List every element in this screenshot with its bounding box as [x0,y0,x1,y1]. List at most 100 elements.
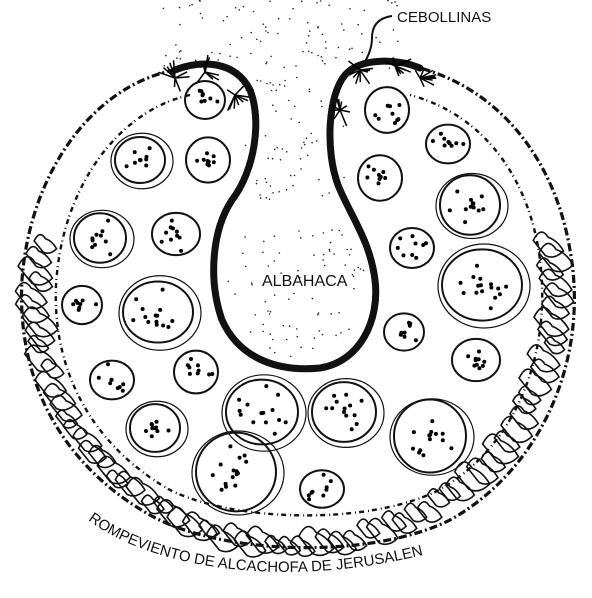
stipple-dot [260,80,262,82]
plant-head [70,210,134,267]
stipple-dot [325,47,327,49]
foliage-clump [234,531,265,557]
stipple-dot [317,314,319,316]
stipple-dot [179,7,181,9]
stipple-dot [270,311,272,313]
stipple-dot [387,0,389,2]
plant-head [119,276,201,351]
stipple-dot [349,48,351,50]
stipple-dot [351,48,353,50]
stipple-dot [235,7,237,9]
stipple-dot [274,235,276,237]
plant-head [436,174,508,239]
stipple-dot [329,250,331,252]
chive-leaf [175,78,180,92]
stipple-dot [291,118,293,120]
stipple-dot [358,267,360,269]
stipple-dot [245,145,247,147]
stipple-dot [300,347,302,349]
stipple-dot [397,41,399,43]
stipple-dot [236,57,238,59]
stipple-dot [228,281,230,283]
stipple-dot [295,65,297,67]
stipple-dot [274,352,276,354]
stipple-dot [268,265,270,267]
stipple-dot [311,52,313,54]
stipple-dot [279,84,281,86]
stipple-dot [288,298,290,300]
stipple-dot [223,20,225,22]
stipple-dot [340,332,342,334]
plant-head [222,375,306,451]
plant-head [152,213,200,255]
stipple-dot [267,32,269,34]
cebollinas-leader-line [365,16,392,62]
stipple-dot [307,22,309,24]
stipple-dot [267,157,269,159]
stipple-dot [272,84,274,86]
stipple-dot [284,85,286,87]
stipple-dot [259,194,261,196]
stipple-dot [265,63,267,65]
plant-head [186,137,230,182]
stipple-dot [360,268,362,270]
stipple-dot [350,249,352,251]
stipple-dot [339,230,341,232]
stipple-dot [253,11,255,13]
chive-leaf [175,78,176,87]
plant-head [365,87,409,133]
stipple-dot [245,266,247,268]
stipple-dot [375,37,377,39]
stipple-dot [348,329,350,331]
stipple-dot [393,29,395,31]
plant-head [452,339,500,381]
stipple-dot [317,26,319,28]
stipple-dot [324,63,326,65]
stipple-dot [176,57,178,59]
stipple-dot [229,55,231,57]
stipple-dot [312,348,314,350]
stipple-dot [289,18,291,20]
stipple-dot [266,61,268,63]
stipple-dot [256,180,258,182]
stipple-dot [282,325,284,327]
foliage-clump [56,410,77,428]
stipple-dot [328,192,330,194]
stipple-dot [250,53,252,55]
stipple-dot [313,254,315,256]
stipple-dot [353,276,355,278]
stipple-dot [163,8,165,10]
stipple-dot [269,347,271,349]
stipple-dot [256,80,258,82]
stipple-dot [164,65,166,67]
stipple-dot [179,24,181,26]
plant-head [111,133,173,189]
stipple-dot [349,254,351,256]
stipple-dot [272,158,274,160]
stipple-dot [362,52,364,54]
stipple-dot [271,90,273,92]
stipple-dot [262,23,264,25]
stipple-dot [309,30,311,32]
plant-head [90,361,134,400]
stipple-dot [298,122,300,124]
stipple-dot [242,253,244,255]
stipple-dot [323,232,325,234]
stipple-dot [250,331,252,333]
stipple-dot [262,252,264,254]
plant-head [62,286,102,324]
stipple-dot [266,197,268,199]
stipple-dot [357,24,359,26]
stipple-dot [202,17,204,19]
stipple-dot [352,274,354,276]
chive-leaf [340,110,347,126]
stipple-dot [322,195,324,197]
stipple-dot [269,198,271,200]
stipple-dot [230,44,232,46]
stipple-dot [294,106,296,108]
stipple-dot [303,142,305,144]
stipple-dot [265,26,267,28]
stipple-dot [279,252,281,254]
stipple-dot [312,298,314,300]
stipple-dot [239,9,241,11]
